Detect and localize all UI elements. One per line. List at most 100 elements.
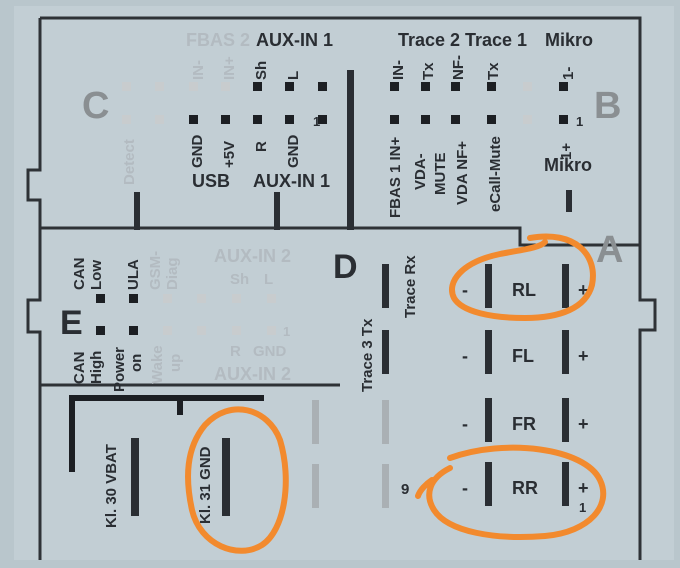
pin [122,115,131,124]
pin [318,82,327,91]
pin [451,82,460,91]
speaker-name: RR [512,478,538,498]
pin-label-mikro-plus: 1+ [558,143,575,160]
pin [221,82,230,91]
pin [96,294,105,303]
top-left-upper-pins [122,82,327,91]
connector-outline [26,16,657,560]
blank-pin [312,400,319,444]
l-label: L [264,271,273,288]
aux-in-2-bottom-label: AUX-IN 2 [214,364,291,384]
diag-label: Diag [164,257,181,290]
mikro-top-label: Mikro [545,30,593,50]
r-label: R [230,343,241,360]
section-a-label: A [596,229,623,271]
top-right-lower-pins [390,115,568,124]
rr-highlight-circle [415,444,607,540]
speaker-name: RL [512,280,536,300]
kl31-highlight-circle [185,406,289,554]
can-high-label-1: CAN [71,352,88,385]
pin [285,82,294,91]
pin-label-mikro-minus: 1- [560,67,577,80]
speaker-minus: - [462,414,468,434]
pin-label-r: R [253,141,270,152]
speaker-pin [485,264,492,308]
top-right-upper-pin-labels: IN- Tx NF- Tx 1- [390,55,577,80]
kl30-vbat-label: Kl. 30 VBAT [103,444,120,528]
trace2-label: Trace 2 [398,30,460,50]
pin [96,326,105,335]
speaker-pin [562,330,569,374]
top-right-lower-pin-labels: FBAS 1 IN+ VDA- MUTE VDA NF+ eCall-Mute … [387,136,575,218]
section-c-label: C [82,85,109,127]
wake-label: Wake [149,345,166,384]
kl30-pin [131,438,139,516]
top-left-lower-pins [122,115,327,124]
speaker-fl: - FL + [462,330,589,374]
pin [523,82,532,91]
pin-label-fbas1-in-plus: FBAS 1 IN+ [387,136,404,218]
pin [129,294,138,303]
pin-label-mute: MUTE [432,153,449,196]
speaker-minus: - [462,346,468,366]
pin-label-gnd: GND [189,135,206,169]
speaker-plus: + [578,346,589,366]
kl31-gnd-label: Kl. 31 GND [197,446,214,524]
middle-left-upper-labels: CAN Low ULA GSM- Diag AUX-IN 2 Sh L [71,246,291,290]
pin [197,326,206,335]
pin [189,82,198,91]
pin [451,115,460,124]
power-key-outline [69,395,264,472]
pin-label-nf-minus: NF- [450,55,467,80]
key-bar [134,192,140,230]
power-label: Power [111,347,128,392]
pin [155,82,164,91]
pin [559,82,568,91]
pin [559,115,568,124]
pin [163,326,172,335]
on-label: on [128,354,145,372]
trace3-tx-pin [382,330,389,374]
trace3-tx-label: Trace 3 Tx [359,318,376,392]
speaker-pin [485,462,492,506]
section-b-label: B [594,85,621,127]
pin [487,82,496,91]
middle-left-upper-pins [96,294,276,303]
speaker-fr: - FR + [462,398,589,442]
pin [122,82,131,91]
trace1-label: Trace 1 [465,30,527,50]
speaker-pin [562,264,569,308]
center-divider-bar [347,70,354,230]
pin-number-9: 9 [401,481,409,498]
rl-highlight-circle [449,233,596,322]
speaker-name: FR [512,414,536,434]
aux-in-1-bottom-label: AUX-IN 1 [253,171,330,191]
pin [267,326,276,335]
pin [267,294,276,303]
pin [197,294,206,303]
pin [253,115,262,124]
pin-number-1-e: 1 [283,324,290,339]
speaker-name: FL [512,346,534,366]
can-label: CAN [71,258,88,291]
pin [189,115,198,124]
section-e-label: E [60,304,83,342]
pin [253,82,262,91]
top-left-upper-pin-labels: IN- IN+ Sh L [190,56,302,80]
section-d-label: D [333,248,358,286]
gnd-label: GND [253,343,287,360]
pin [285,115,294,124]
pin-label-l: L [285,71,302,80]
mikro-bottom-label: Mikro [544,155,592,175]
pin-label-in-plus: IN+ [221,56,238,80]
rr-pin-number: 1 [579,500,586,515]
pin [421,115,430,124]
trace-rx-label: Trace Rx [402,255,419,318]
blank-pin [382,464,389,508]
ula-label: ULA [125,259,142,290]
kl31-pin [222,438,230,516]
can-high-label-2: High [88,351,105,384]
pin-label-tx-2: Tx [420,62,437,80]
